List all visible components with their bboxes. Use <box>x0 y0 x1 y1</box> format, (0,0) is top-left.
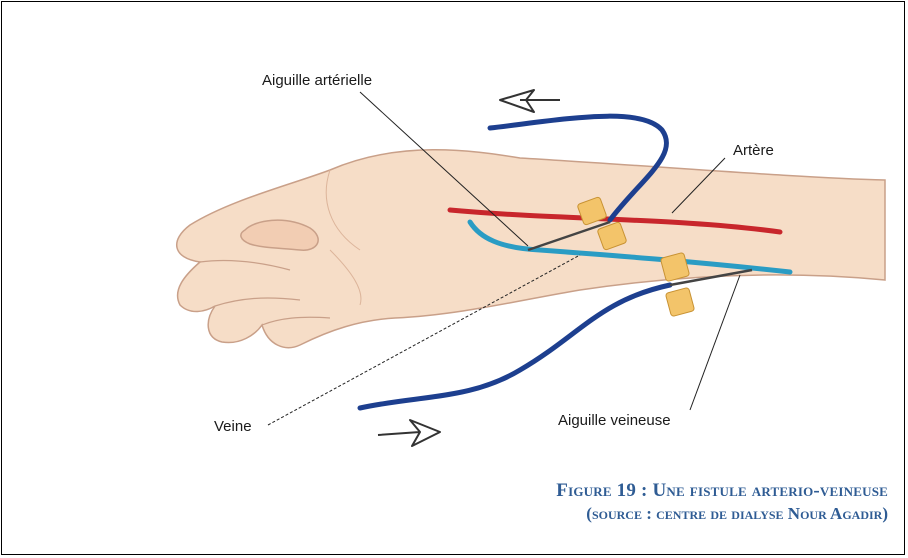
leader-venous-needle <box>690 275 740 410</box>
label-vein: Veine <box>214 418 252 435</box>
label-arterial-needle: Aiguille artérielle <box>262 72 372 89</box>
outflow-arrow-icon <box>500 90 560 112</box>
figure-caption: Figure 19 : Une fistule arterio-veineuse… <box>556 480 888 524</box>
caption-title: Figure 19 : Une fistule arterio-veineuse <box>556 480 888 502</box>
caption-source: (source : centre de dialyse Nour Agadir) <box>556 504 888 524</box>
label-venous-needle: Aiguille veineuse <box>558 412 671 429</box>
label-artery: Artère <box>733 142 774 159</box>
inflow-arrow-icon <box>378 420 440 446</box>
